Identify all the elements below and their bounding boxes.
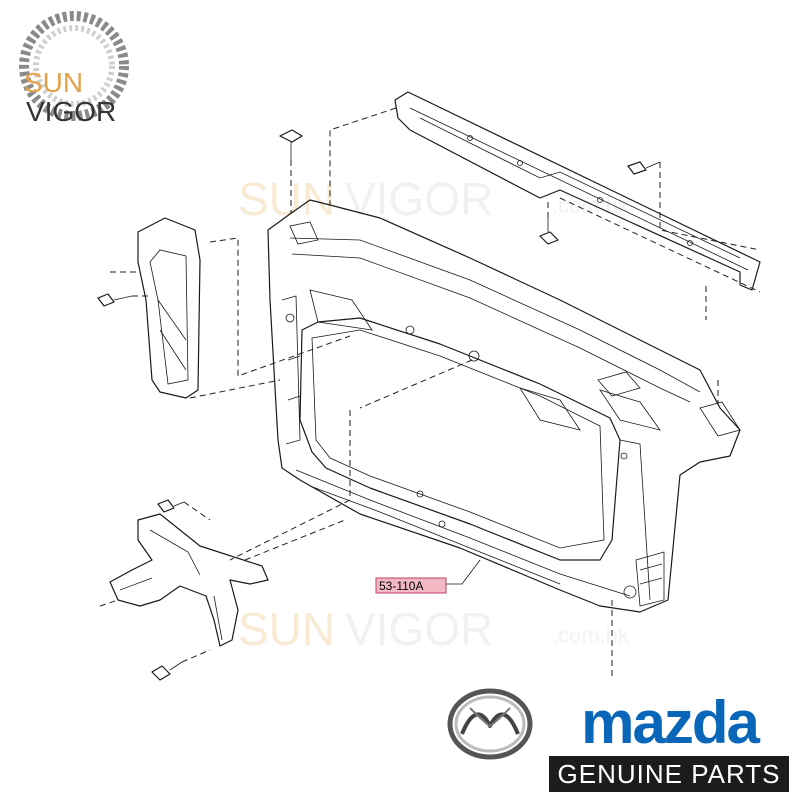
sunvigor-logo-graphic: SUN VIGOR <box>19 11 129 127</box>
watermark-domain-text-lower: .com.hk <box>552 623 630 648</box>
watermark-vigor-text-lower: VIGOR <box>345 603 493 655</box>
mazda-wordmark: mazda <box>581 689 760 756</box>
genuine-parts-tagline: GENUINE PARTS <box>549 756 789 792</box>
watermark-domain-text: .com.hk <box>552 193 630 218</box>
bolt-lower-top <box>157 499 185 513</box>
bolt-lower-bottom <box>151 661 183 681</box>
watermark-sun-text-lower: SUN <box>238 603 335 655</box>
sun-ring-icon <box>19 11 129 121</box>
assembly-leader-lines <box>99 107 761 676</box>
bolt-side-left <box>97 293 133 307</box>
callout-highlight <box>375 577 447 594</box>
bolt-tie-bar-lower <box>539 218 559 245</box>
logo-vigor-text: VIGOR <box>26 96 116 127</box>
mazda-emblem-icon <box>447 688 533 760</box>
radiator-support-frame <box>267 199 741 613</box>
logo-sun-text: SUN <box>24 67 83 98</box>
side-air-guide-bracket <box>137 217 201 399</box>
bolt-tie-bar-right <box>627 161 661 175</box>
watermark-lower: SUN VIGOR .com.hk <box>238 603 630 655</box>
bolt-top-center <box>279 129 303 160</box>
part-number-label[interactable]: 53-110A <box>379 579 423 593</box>
lower-latch-bracket <box>109 513 269 647</box>
part-number-callout[interactable]: 53-110A <box>375 559 481 594</box>
watermark-vigor-text: VIGOR <box>345 173 493 225</box>
callout-leader-line <box>446 559 481 585</box>
watermark-upper: SUN VIGOR .com.hk <box>238 173 630 225</box>
upper-tie-bar <box>394 91 761 291</box>
sunvigor-logo: SUN VIGOR <box>10 8 138 128</box>
